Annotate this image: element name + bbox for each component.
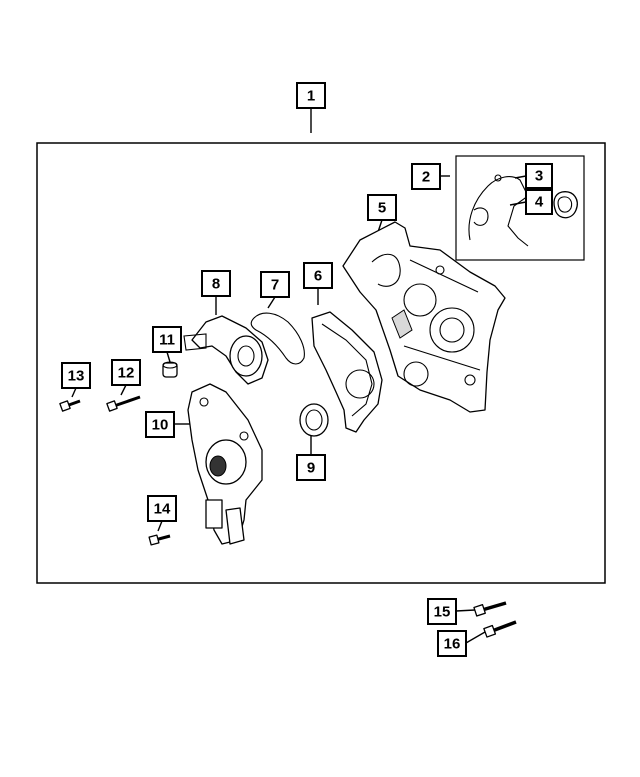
timing-chain-cover (342, 221, 506, 413)
pump-gasket (250, 312, 305, 365)
callout-3[interactable]: 3 (525, 163, 553, 189)
callouts: 1 2 3 4 5 6 7 8 (61, 82, 553, 657)
callout-15[interactable]: 15 (427, 598, 457, 625)
callout-10[interactable]: 10 (145, 411, 175, 438)
svg-text:7: 7 (271, 277, 279, 294)
bolt-15 (473, 601, 507, 617)
water-pump-adapter (183, 315, 269, 385)
callout-11[interactable]: 11 (152, 326, 182, 353)
water-pump-housing-gasket (311, 311, 383, 433)
callout-12[interactable]: 12 (111, 359, 141, 386)
svg-text:2: 2 (422, 169, 430, 186)
leader-lines (71, 108, 527, 644)
svg-text:9: 9 (307, 460, 315, 477)
bushing (162, 361, 178, 378)
svg-text:1: 1 (307, 88, 315, 105)
gasket-kit-frame (455, 155, 585, 261)
bolt-13 (59, 399, 81, 412)
callout-13[interactable]: 13 (61, 362, 91, 389)
callout-7[interactable]: 7 (260, 271, 290, 298)
callout-14[interactable]: 14 (147, 495, 177, 522)
svg-text:5: 5 (378, 200, 386, 217)
cover-gasket (468, 174, 529, 247)
bolt-12 (106, 395, 141, 412)
bolt-14 (148, 534, 171, 546)
svg-text:4: 4 (535, 194, 544, 211)
shaft-seal (299, 403, 329, 437)
svg-text:16: 16 (444, 636, 461, 653)
svg-text:15: 15 (434, 604, 451, 621)
svg-text:3: 3 (535, 168, 543, 185)
callout-9[interactable]: 9 (296, 454, 326, 481)
callout-16[interactable]: 16 (437, 630, 467, 657)
svg-text:11: 11 (159, 332, 175, 349)
water-pump (187, 383, 263, 545)
svg-text:13: 13 (68, 368, 85, 385)
callout-8[interactable]: 8 (201, 270, 231, 297)
callout-6[interactable]: 6 (303, 262, 333, 289)
svg-text:8: 8 (212, 276, 220, 293)
svg-text:14: 14 (154, 501, 171, 518)
assembly-frame (36, 142, 606, 584)
callout-1[interactable]: 1 (296, 82, 326, 109)
svg-text:10: 10 (152, 417, 169, 434)
callout-4[interactable]: 4 (525, 189, 553, 215)
svg-text:6: 6 (314, 268, 322, 285)
callout-5[interactable]: 5 (367, 194, 397, 221)
bolt-16 (483, 620, 517, 638)
svg-text:12: 12 (118, 365, 135, 382)
o-ring-seal (553, 191, 578, 219)
callout-2[interactable]: 2 (411, 163, 441, 190)
